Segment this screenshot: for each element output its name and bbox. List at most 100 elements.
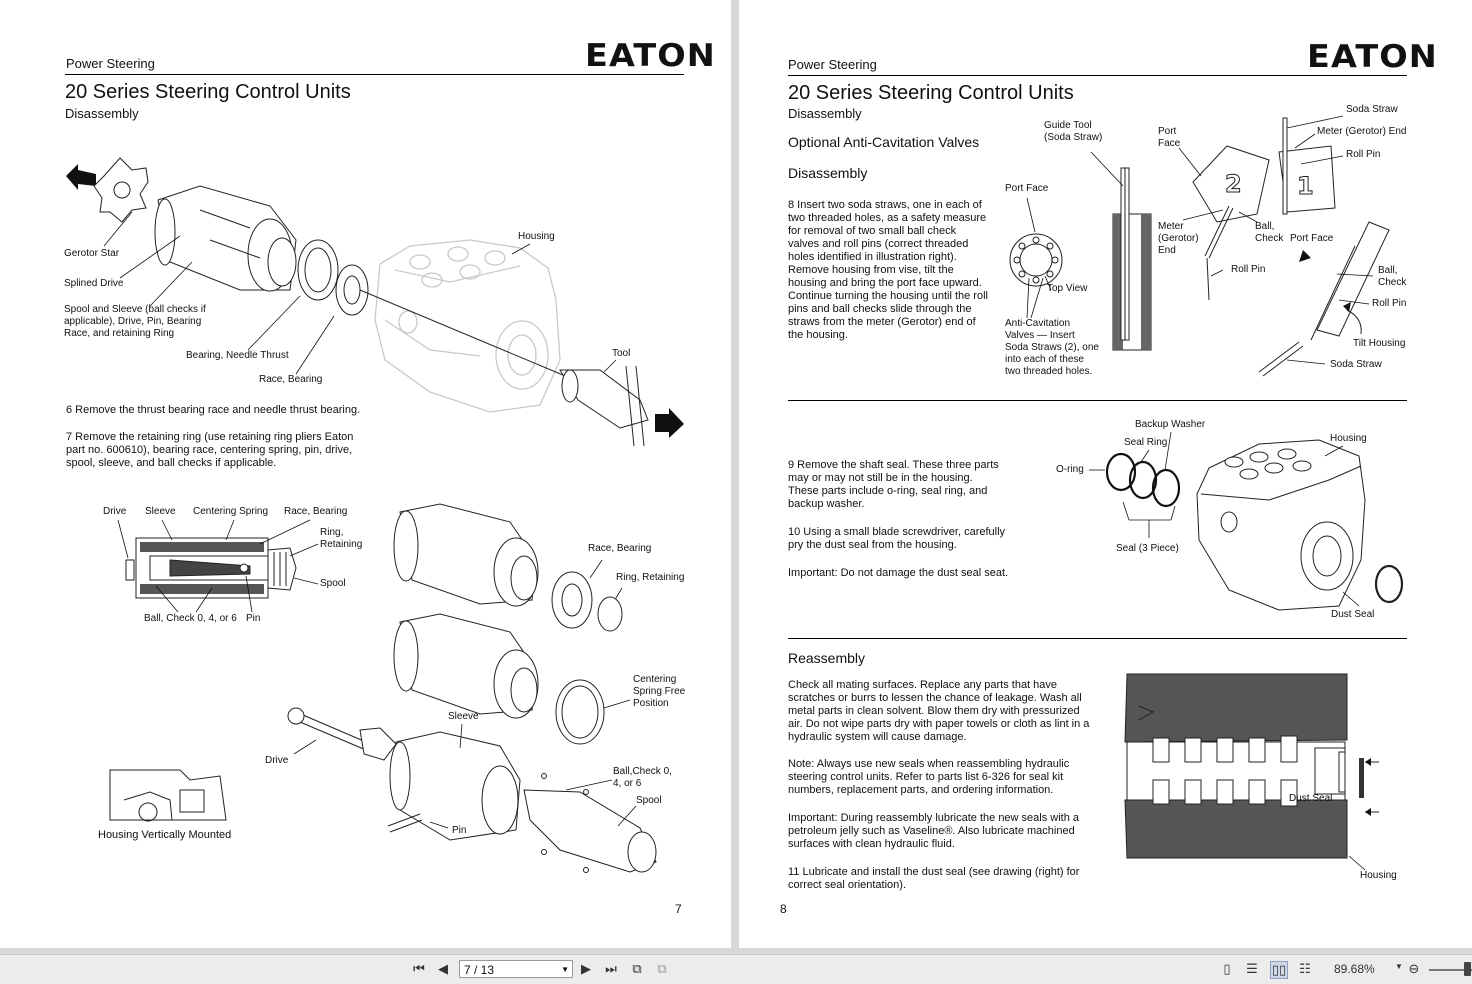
eaton-logo: EATON <box>1307 39 1438 75</box>
label-sleeve-2: Sleeve <box>448 711 479 722</box>
section-divider <box>788 400 1407 401</box>
label-soda-straw-a: Soda Straw <box>1346 104 1398 115</box>
continuous-icon[interactable]: ☰ <box>1246 961 1258 977</box>
prev-page-icon[interactable]: ◀ <box>438 961 448 977</box>
label-drive: Drive <box>103 506 127 517</box>
label-o-ring: O-ring <box>1056 464 1084 475</box>
important-dust-seal: Important: Do not damage the dust seal s… <box>788 567 1009 579</box>
label-backup-washer: Backup Washer <box>1135 419 1206 430</box>
header-section: Power Steering <box>788 57 877 72</box>
label-race-bearing: Race, Bearing <box>259 374 323 385</box>
next-view-icon[interactable]: ⧉ <box>657 961 667 977</box>
label-ring-retaining-2: Ring, Retaining <box>616 572 685 583</box>
label-meter-gerotor-end: Meter (Gerotor) End <box>1317 126 1407 137</box>
header-section: Power Steering <box>66 56 155 71</box>
spool-assembly-illustrations <box>109 503 657 873</box>
previous-view-icon[interactable]: ⧉ <box>632 961 642 977</box>
label-tool: Tool <box>612 348 631 359</box>
viewer-toolbar: ⏮ ◀ 7 / 13 ▼ ▶ ⏭ ⧉ ⧉ ▯ ☰ ▯▯ ☷ 89.68% ▼ ⊖ <box>0 954 1472 984</box>
label-ball-check-b: Ball, Check <box>1378 265 1407 288</box>
header-rule <box>65 74 684 75</box>
label-soda-straw-b: Soda Straw <box>1330 359 1382 370</box>
label-roll-pin-a: Roll Pin <box>1231 264 1266 275</box>
label-ball-check-2: Ball,Check 0, 4, or 6 <box>613 766 672 789</box>
page-title: 20 Series Steering Control Units <box>788 82 1074 104</box>
dust-seal-section-illustration <box>1124 673 1379 871</box>
facing-icon[interactable]: ▯▯ <box>1270 961 1288 979</box>
page-number-input[interactable]: 7 / 13 ▼ <box>459 960 573 978</box>
reassembly-note: Note: Always use new seals when reassemb… <box>788 758 1070 796</box>
label-anti-cav: Anti-Cavitation Valves — Insert Soda Str… <box>1005 318 1099 377</box>
document-page-right: Power Steering EATON 20 Series Steering … <box>739 0 1472 948</box>
header-rule <box>788 75 1407 76</box>
label-port-face-a: Port Face <box>1005 183 1049 194</box>
label-splined-drive: Splined Drive <box>64 278 124 289</box>
zoom-dropdown-icon[interactable]: ▼ <box>1395 962 1403 971</box>
page-subtitle: Disassembly <box>788 106 862 121</box>
next-page-icon[interactable]: ▶ <box>581 961 591 977</box>
spool-sleeve-section-illustration <box>117 519 319 613</box>
page-number-value: 7 / 13 <box>464 963 495 977</box>
first-page-icon[interactable]: ⏮ <box>413 961 425 977</box>
chevron-down-icon[interactable]: ▼ <box>561 965 569 974</box>
label-ball-check-a: Ball, Check <box>1255 221 1284 244</box>
step-10-text: 10 Using a small blade screwdriver, care… <box>788 526 1006 551</box>
label-centering-spring-free: Centering Spring Free Position <box>633 674 686 709</box>
document-page-left: Power Steering EATON 20 Series Steering … <box>0 0 731 948</box>
label-race-bearing-3: Race, Bearing <box>588 543 652 554</box>
label-pin-2: Pin <box>452 825 467 836</box>
zoom-level[interactable]: 89.68% <box>1334 962 1375 976</box>
label-port-face-c: Port Face <box>1290 233 1334 244</box>
exploded-housing-illustration <box>66 157 684 447</box>
label-ring-retaining: Ring, Retaining <box>320 527 363 550</box>
page-number: 8 <box>780 902 787 916</box>
label-port-face-b: Port Face <box>1158 126 1181 149</box>
label-guide-tool: Guide Tool (Soda Straw) <box>1044 120 1103 143</box>
step-11-text: 11 Lubricate and install the dust seal (… <box>788 866 1080 891</box>
single-page-icon[interactable]: ▯ <box>1223 961 1231 977</box>
reassembly-important: Important: During reassembly lubricate t… <box>788 812 1080 850</box>
label-spool: Spool <box>320 578 346 589</box>
label-race-bearing-2: Race, Bearing <box>284 506 348 517</box>
label-tilt-housing: Tilt Housing <box>1353 338 1406 349</box>
zoom-slider-thumb[interactable] <box>1464 962 1471 976</box>
label-ball-check: Ball, Check 0, 4, or 6 <box>144 613 237 624</box>
label-meter-end: Meter (Gerotor) End <box>1158 221 1199 256</box>
zoom-slider[interactable] <box>1429 969 1472 971</box>
label-dust-seal: Dust Seal <box>1331 609 1375 620</box>
label-top-view: Top View <box>1047 283 1088 294</box>
step-6-text: 6 Remove the thrust bearing race and nee… <box>66 404 361 416</box>
zoom-out-icon[interactable]: ⊖ <box>1408 961 1420 977</box>
label-spool-2: Spool <box>636 795 662 806</box>
step-9-text: 9 Remove the shaft seal. These three par… <box>788 459 999 510</box>
optional-heading: Optional Anti-Cavitation Valves <box>788 134 980 150</box>
continuous-facing-icon[interactable]: ☷ <box>1299 961 1311 977</box>
label-gerotor-star: Gerotor Star <box>64 248 120 259</box>
anti-cavitation-illustration: 2 1 <box>1009 115 1390 377</box>
section-divider-2 <box>788 638 1407 639</box>
label-seal-ring: Seal Ring <box>1124 437 1168 448</box>
label-seal-3piece: Seal (3 Piece) <box>1116 543 1179 554</box>
label-housing-2: Housing <box>1330 433 1367 444</box>
label-housing: Housing <box>518 231 555 242</box>
last-page-icon[interactable]: ⏭ <box>605 961 617 977</box>
valve-number-1: 1 <box>1297 172 1314 200</box>
step-7-text: 7 Remove the retaining ring (use retaini… <box>66 431 354 469</box>
eaton-logo: EATON <box>585 38 716 74</box>
label-centering-spring: Centering Spring <box>193 506 269 517</box>
label-sleeve: Sleeve <box>145 506 176 517</box>
valve-number-2: 2 <box>1225 170 1242 198</box>
label-housing-vertical: Housing Vertically Mounted <box>98 829 232 841</box>
label-roll-pin-c: Roll Pin <box>1372 298 1407 309</box>
step-8-text: 8 Insert two soda straws, one in each of… <box>788 199 988 341</box>
disassembly-heading: Disassembly <box>788 165 868 181</box>
label-drive-2: Drive <box>265 755 289 766</box>
label-dust-seal-2: Dust Seal <box>1289 793 1333 804</box>
page-number: 7 <box>675 902 682 916</box>
label-roll-pin-b: Roll Pin <box>1346 149 1381 160</box>
label-spool-sleeve: Spool and Sleeve (ball checks if applica… <box>64 304 206 339</box>
reassembly-paragraph: Check all mating surfaces. Replace any p… <box>788 679 1090 743</box>
label-pin: Pin <box>246 613 261 624</box>
page-title: 20 Series Steering Control Units <box>65 81 351 103</box>
label-bearing-needle: Bearing, Needle Thrust <box>186 350 289 361</box>
